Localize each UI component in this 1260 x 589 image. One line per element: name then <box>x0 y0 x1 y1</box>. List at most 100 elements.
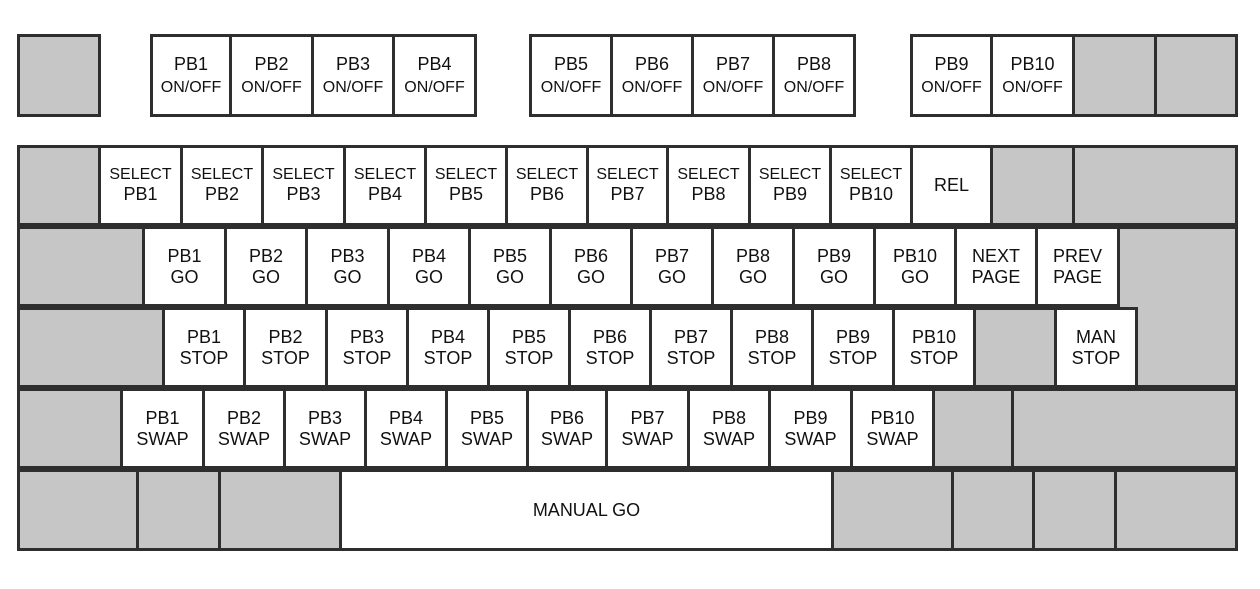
blank-key[interactable] <box>990 145 1075 226</box>
key-sublabel: ON/OFF <box>404 78 465 96</box>
blank-key[interactable] <box>1072 145 1238 226</box>
key-label: SELECT <box>758 165 822 183</box>
blank-key[interactable] <box>1011 388 1238 469</box>
rel-key[interactable]: REL <box>910 145 993 226</box>
key-sublabel: STOP <box>179 347 229 368</box>
blank-key[interactable] <box>932 388 1014 469</box>
key-label: PB1 <box>186 326 222 347</box>
key-label: PB4 <box>411 245 447 266</box>
blank-key[interactable] <box>831 469 954 551</box>
key-sublabel: STOP <box>423 347 473 368</box>
key-label: PB7 <box>715 53 751 74</box>
blank-key[interactable] <box>136 469 221 551</box>
key-sublabel: GO <box>333 266 362 287</box>
blank-key[interactable] <box>1032 469 1117 551</box>
key-label: SELECT <box>515 165 579 183</box>
key-sublabel: SWAP <box>784 428 837 449</box>
blank-key[interactable] <box>1114 469 1238 551</box>
key-sublabel: PB7 <box>610 184 645 205</box>
blank-key[interactable] <box>951 469 1035 551</box>
key-sublabel: GO <box>170 266 199 287</box>
key-sublabel: GO <box>495 266 524 287</box>
key-sublabel: STOP <box>585 347 635 368</box>
blank-key[interactable] <box>17 469 139 551</box>
blank-key[interactable] <box>973 307 1057 388</box>
blank-key[interactable] <box>17 226 145 307</box>
key-sublabel: PB3 <box>286 184 321 205</box>
key-sublabel: STOP <box>1071 347 1121 368</box>
blank-key[interactable] <box>17 388 123 469</box>
key-label: PB1 <box>167 245 202 266</box>
manual-go-key[interactable]: MANUAL GO <box>339 469 834 551</box>
key-sublabel: GO <box>414 266 443 287</box>
blank-key[interactable] <box>17 34 101 117</box>
blank-key[interactable] <box>218 469 342 551</box>
key-sublabel: SWAP <box>702 428 756 449</box>
blank-key[interactable] <box>1072 34 1157 117</box>
blank-key[interactable] <box>17 145 101 226</box>
key-sublabel: SWAP <box>136 428 189 449</box>
key-label: PB3 <box>349 326 385 347</box>
blank-key[interactable] <box>17 307 165 388</box>
key-sublabel: GO <box>738 266 767 287</box>
key-sublabel: ON/OFF <box>702 78 764 96</box>
key-label: PB10 <box>911 326 957 347</box>
blank-key[interactable] <box>1154 34 1238 117</box>
key-sublabel: ON/OFF <box>1002 78 1063 96</box>
key-label: PB8 <box>754 326 790 347</box>
